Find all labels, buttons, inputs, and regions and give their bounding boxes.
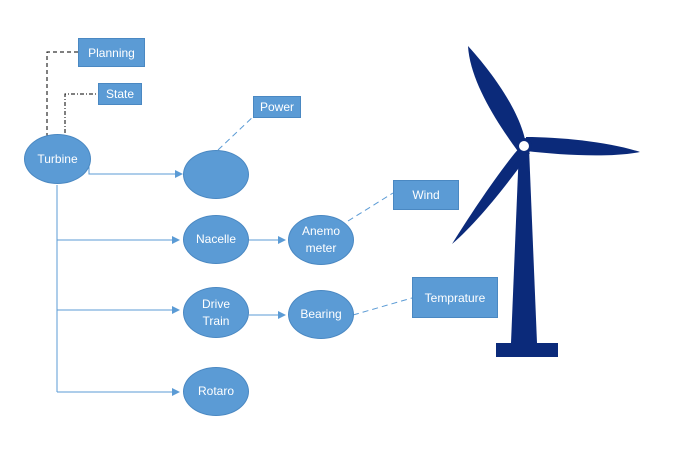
- state-link: [64, 93, 98, 133]
- unlabeled-to-power-link: [217, 112, 258, 151]
- temperature-box: Temprature: [412, 277, 498, 318]
- unlabeled-node: [183, 150, 249, 199]
- bearing-to-temperature-link: [352, 297, 413, 316]
- power-box: Power: [253, 96, 301, 118]
- planning-box: Planning: [78, 38, 145, 67]
- state-box: State: [98, 83, 142, 105]
- wind-box: Wind: [393, 180, 459, 210]
- anemometer-to-wind-link: [347, 192, 394, 222]
- drive-train-node: Drive Train: [183, 287, 249, 338]
- planning-link: [46, 51, 78, 137]
- anemometer-node: Anemo meter: [288, 215, 354, 265]
- rotaro-node: Rotaro: [183, 367, 249, 416]
- nacelle-node: Nacelle: [183, 215, 249, 264]
- turbine-node: Turbine: [24, 134, 91, 184]
- bearing-node: Bearing: [288, 290, 354, 339]
